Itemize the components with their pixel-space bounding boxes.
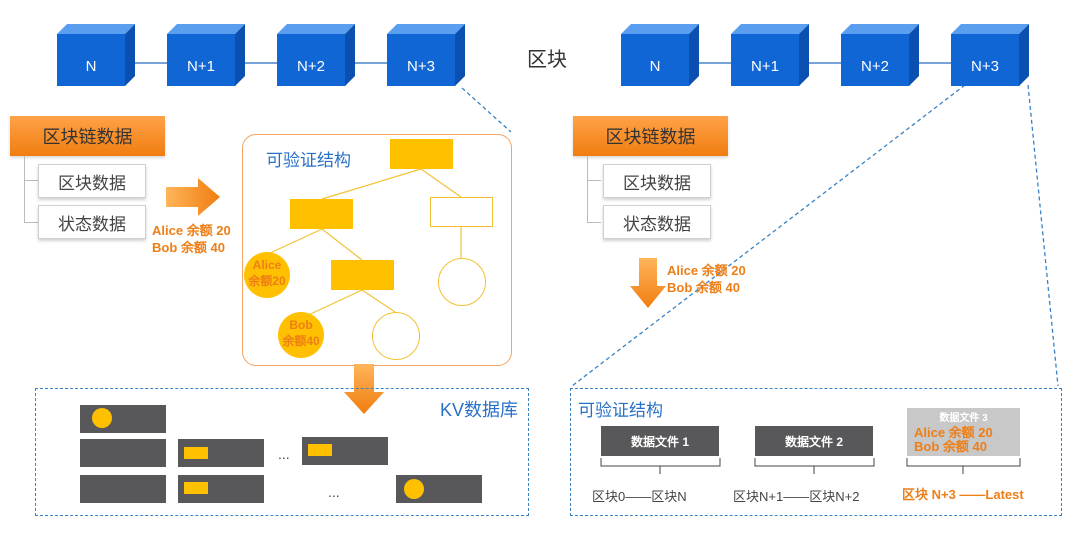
- left-block-n2: N+2: [277, 24, 355, 86]
- kv-row: [80, 475, 166, 503]
- right-block-label: N+1: [751, 57, 779, 75]
- left-tree-line: [24, 156, 28, 222]
- merkle-node-mid: [331, 260, 394, 290]
- right-chain-data-header: 区块链数据: [573, 116, 728, 156]
- leaf-bob-balance: 余额40: [282, 334, 320, 348]
- right-block-n2: N+2: [841, 24, 919, 86]
- left-block-n3: N+3: [387, 24, 465, 86]
- right-state-data-box: 状态数据: [603, 205, 711, 239]
- left-block-n1: N+1: [167, 24, 245, 86]
- left-block-n: N: [57, 24, 135, 86]
- kv-database-title: KV数据库: [440, 400, 519, 420]
- left-arrow-down-icon: [344, 364, 384, 414]
- data-file-3-line-2: Bob 余额 40: [914, 439, 987, 454]
- kv-ellipsis-2: ...: [328, 484, 340, 500]
- right-block-label: N+3: [971, 57, 999, 75]
- left-annotation-line-2: Bob 余额 40: [152, 240, 225, 255]
- kv-entry-rect: [184, 447, 208, 459]
- right-annotation-line-1: Alice 余额 20: [667, 263, 746, 278]
- kv-ellipsis-1: ...: [278, 446, 290, 462]
- left-tree-branch-2: [24, 222, 38, 223]
- leaf-bob-name: Bob: [289, 318, 313, 332]
- merkle-root-node: [390, 139, 453, 169]
- data-file-3: [907, 408, 1020, 456]
- right-tree-line: [587, 156, 591, 222]
- left-block-label: N+3: [407, 57, 435, 75]
- merkle-leaf-alice: [244, 252, 290, 298]
- data-file-3-title: 数据文件 3: [939, 413, 988, 424]
- kv-entry-rect: [308, 444, 332, 456]
- left-block-label: N+1: [187, 57, 215, 75]
- merkle-leaf-bob: [278, 312, 324, 358]
- right-annotation-line-2: Bob 余额 40: [667, 280, 740, 295]
- merkle-node-right-empty: [430, 197, 493, 227]
- left-block-label: N+2: [297, 57, 325, 75]
- range-label-3: 区块 N+3 ——Latest: [902, 487, 1024, 502]
- left-tree-branch-1: [24, 180, 38, 181]
- right-block-data-box: 区块数据: [603, 164, 711, 198]
- kv-entry-circle: [92, 408, 112, 428]
- merkle-leaf-empty-mid: [372, 312, 420, 360]
- left-annotation-line-1: Alice 余额 20: [152, 223, 231, 238]
- merkle-node-left: [290, 199, 353, 229]
- left-chain-data-header: 区块链数据: [10, 116, 165, 156]
- right-block-n3: N+3: [951, 24, 1029, 86]
- left-verifiable-structure-panel: [242, 134, 512, 366]
- left-arrow-right-icon: [166, 178, 220, 216]
- left-verifiable-title: 可验证结构: [266, 151, 351, 170]
- left-block-data-box: 区块数据: [38, 164, 146, 198]
- right-block-n: N: [621, 24, 699, 86]
- left-block-label: N: [85, 57, 97, 75]
- right-arrow-down-icon: [630, 258, 666, 308]
- right-block-n1: N+1: [731, 24, 809, 86]
- range-label-2: 区块N+1——区块N+2: [733, 489, 860, 504]
- kv-database-box: [35, 388, 529, 516]
- left-state-data-box: 状态数据: [38, 205, 146, 239]
- right-block-label: N: [649, 57, 661, 75]
- merkle-leaf-empty-right: [438, 258, 486, 306]
- right-verifiable-structure-box: [570, 388, 1062, 516]
- right-tree-branch-2: [587, 222, 601, 223]
- data-file-3-line-1: Alice 余额 20: [914, 425, 993, 440]
- kv-entry-rect: [184, 482, 208, 494]
- data-file-2: 数据文件 2: [755, 426, 873, 456]
- leaf-alice-name: Alice: [252, 258, 282, 272]
- right-verifiable-title: 可验证结构: [578, 401, 663, 420]
- kv-entry-circle: [404, 479, 424, 499]
- block-center-label: 区块: [527, 49, 567, 71]
- right-block-label: N+2: [861, 57, 889, 75]
- kv-row: [80, 439, 166, 467]
- leaf-alice-balance: 余额20: [248, 274, 286, 288]
- right-tree-branch-1: [587, 180, 601, 181]
- range-label-1: 区块0——区块N: [592, 489, 687, 504]
- data-file-1: 数据文件 1: [601, 426, 719, 456]
